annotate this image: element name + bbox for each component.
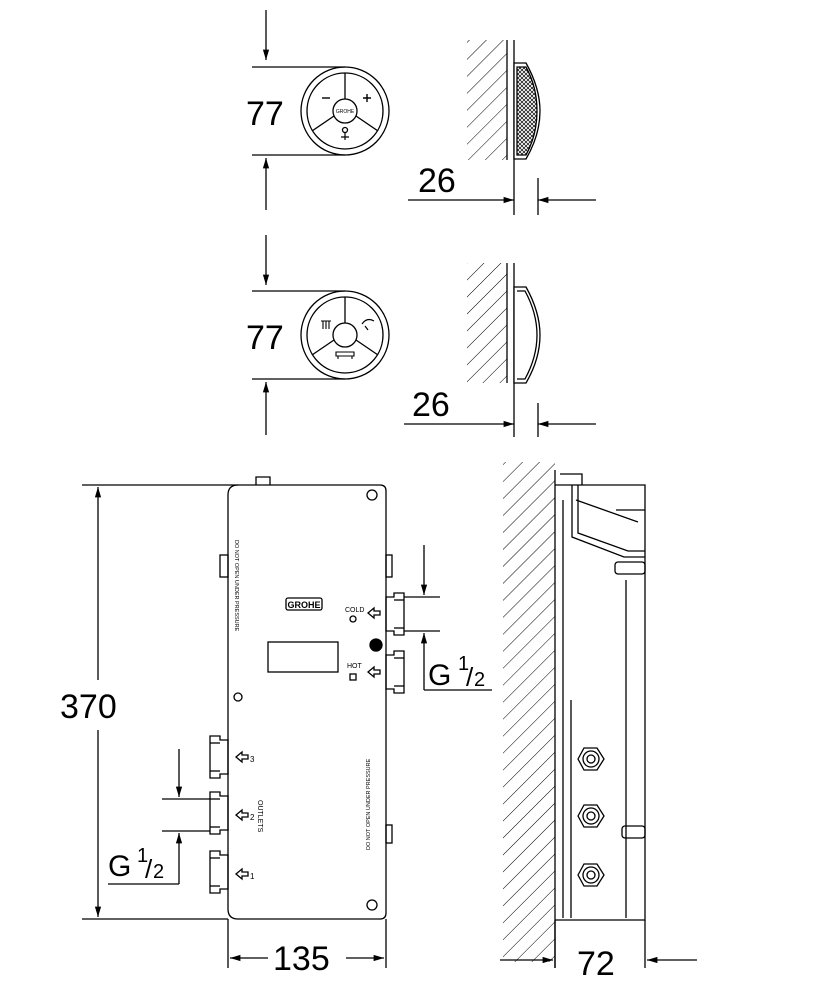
- box-height-label: 370: [60, 688, 117, 726]
- box-width-label: 135: [273, 940, 330, 978]
- control-box-side-view: [500, 462, 697, 968]
- outlet-2-label: 2: [250, 813, 255, 822]
- svg-text:G: G: [108, 850, 131, 883]
- box-depth-label: 72: [577, 945, 615, 983]
- inlet-thread-label: G 1 / 2: [428, 653, 485, 692]
- svg-text:2: 2: [153, 861, 164, 883]
- hot-label: HOT: [347, 663, 363, 670]
- bottom-button-depth-label: 26: [412, 386, 450, 424]
- bottom-button-side-view: [404, 263, 596, 437]
- top-button-side-view: [408, 40, 596, 215]
- outlet-3-label: 3: [250, 755, 255, 764]
- brand-logo: GROHE: [287, 600, 320, 610]
- outlet-thread-label: G 1 / 2: [108, 845, 164, 884]
- warning-label-bottom: DO NOT OPEN UNDER PRESSURE: [366, 758, 372, 850]
- warning-label-top: DO NOT OPEN UNDER PRESSURE: [233, 540, 239, 632]
- svg-text:/: /: [466, 662, 474, 692]
- cold-label: COLD: [345, 607, 364, 614]
- svg-text:/: /: [145, 854, 153, 884]
- top-button-diameter-label: 77: [246, 95, 284, 133]
- top-button-front-view: [252, 10, 390, 210]
- outlet-1-label: 1: [250, 872, 255, 881]
- bottom-button-diameter-label: 77: [246, 319, 284, 357]
- bottom-button-front-view: [252, 235, 390, 435]
- top-button-brand-mark: GROHE: [336, 109, 355, 115]
- svg-text:1: 1: [458, 653, 469, 675]
- svg-text:1: 1: [137, 845, 148, 867]
- outlets-label: OUTLETS: [256, 800, 263, 833]
- svg-text:2: 2: [474, 669, 485, 691]
- control-box-front-view: [82, 476, 492, 968]
- top-button-depth-label: 26: [418, 162, 456, 200]
- svg-text:G: G: [428, 659, 451, 692]
